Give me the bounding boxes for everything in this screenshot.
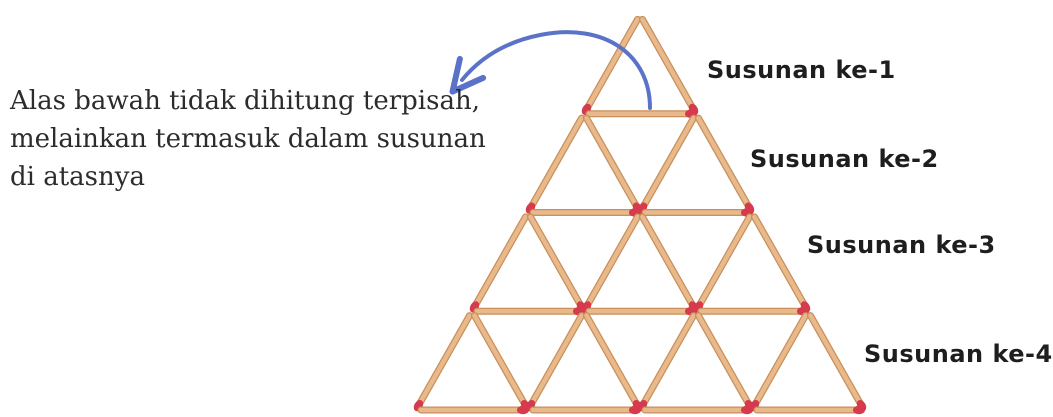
- matchstick: [472, 313, 528, 408]
- row-label-2: Susunan ke-2: [750, 145, 939, 173]
- matchstick: [752, 214, 808, 310]
- caption-line: melainkan termasuk dalam susunan: [10, 124, 486, 154]
- matchstick: [696, 214, 752, 310]
- caption-text: Alas bawah tidak dihitung terpisah, mela…: [10, 82, 510, 196]
- matchstick: [808, 313, 864, 408]
- matchstick: [528, 313, 584, 408]
- matchstick: [584, 115, 640, 211]
- matchstick: [640, 214, 696, 310]
- matchstick: [584, 214, 640, 310]
- matchstick: [640, 17, 696, 112]
- matchstick: [640, 115, 696, 211]
- matchstick: [640, 313, 696, 408]
- matchstick: [528, 214, 584, 310]
- match-head: [853, 405, 865, 415]
- matchstick: [696, 313, 752, 408]
- caption-line: di atasnya: [10, 162, 145, 192]
- matchstick: [528, 115, 584, 211]
- caption-line: Alas bawah tidak dihitung terpisah,: [10, 86, 480, 116]
- row-label-1: Susunan ke-1: [707, 56, 896, 84]
- matchstick: [416, 313, 472, 408]
- row-label-3: Susunan ke-3: [807, 231, 996, 259]
- row-label-4: Susunan ke-4: [864, 340, 1053, 368]
- matchstick: [696, 115, 752, 211]
- matchstick: [584, 17, 640, 112]
- curved-arrow: [449, 30, 652, 110]
- matchstick: [584, 313, 640, 408]
- matchstick: [472, 214, 528, 310]
- matchstick: [752, 313, 808, 408]
- matchstick-triangle: [413, 15, 867, 415]
